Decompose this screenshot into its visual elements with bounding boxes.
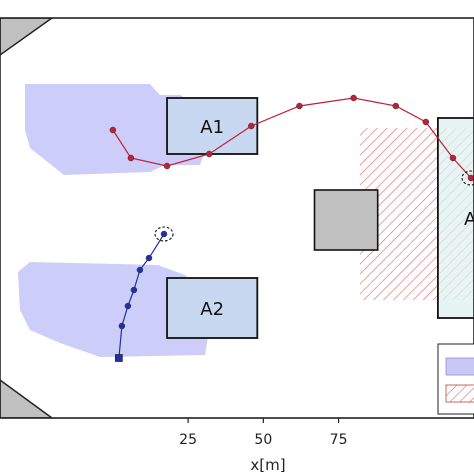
goal-circle-2: [154, 226, 174, 242]
trajectory-point-2: [130, 286, 138, 294]
plot-frame: [0, 17, 474, 419]
trajectory-point-2: [145, 254, 153, 262]
trajectory-point-1: [205, 150, 213, 158]
trajectory-point-1: [422, 118, 430, 126]
trajectory-point-1: [449, 154, 457, 162]
region-a2: [166, 277, 259, 339]
trajectory-point-2: [160, 230, 168, 238]
goal-circle-1: [461, 170, 474, 186]
trajectory-point-1: [350, 94, 357, 102]
trajectory-point-1: [109, 126, 117, 134]
corner-obstacle-top: [0, 18, 54, 56]
legend-swatch-coverage: [445, 357, 474, 376]
trajectory-point-2: [124, 302, 132, 310]
start-marker-1: [115, 354, 123, 362]
trajectory-point-1: [163, 162, 171, 170]
legend-swatch-hatched: [445, 384, 474, 403]
legend: [437, 343, 474, 415]
region-a3: [436, 117, 474, 319]
legend-box: [437, 343, 474, 415]
obstacle-1: [313, 189, 379, 251]
trajectory-point-1: [392, 102, 400, 110]
x-tick-label: 75: [330, 432, 348, 448]
trajectory-point-1: [127, 154, 135, 162]
region-label-a3: A3: [464, 209, 474, 230]
region-label-a2: A2: [200, 299, 224, 320]
trajectory-point-2: [118, 322, 126, 330]
trajectory-point-1: [296, 102, 303, 110]
x-axis-label: x[m]: [250, 456, 285, 474]
x-tick-label: 25: [179, 432, 197, 448]
x-tick-label: 50: [254, 432, 272, 448]
trajectory-point-1: [467, 174, 474, 182]
region-label-a1: A1: [200, 117, 224, 138]
corner-obstacle-bottom: [0, 379, 54, 418]
trajectory-point-2: [136, 266, 144, 274]
trajectory-point-1: [248, 122, 255, 130]
